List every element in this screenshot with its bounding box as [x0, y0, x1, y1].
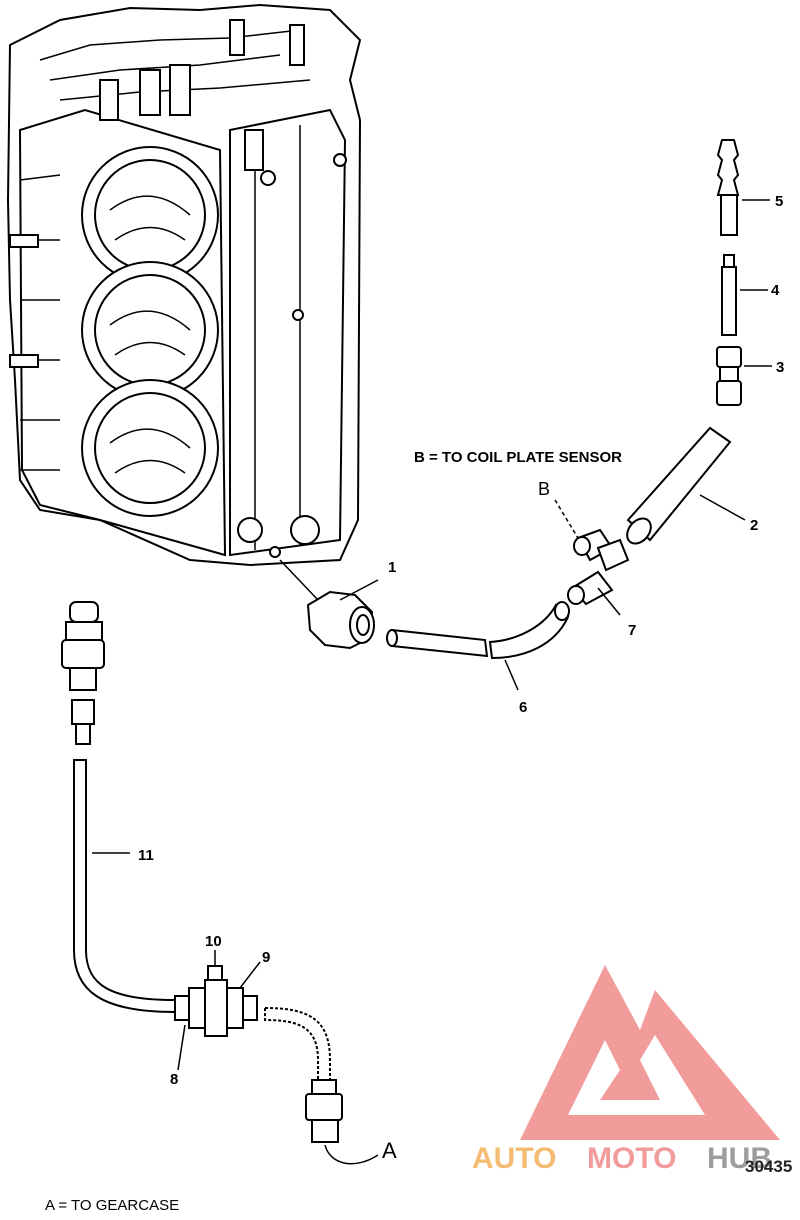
part-2-hose: [626, 426, 746, 545]
figure-number: 30435: [745, 1157, 792, 1176]
callout-3: 3: [776, 359, 784, 376]
callout-5: 5: [775, 193, 783, 210]
part-7-tee-fitting: [554, 499, 630, 616]
gearcase-hose: [264, 1006, 379, 1165]
callout-9: 9: [262, 949, 270, 966]
callout-1: 1: [388, 559, 396, 576]
callout-6: 6: [519, 699, 527, 716]
callout-10: 10: [205, 933, 222, 950]
automotohub-watermark: AUTO MOTO HUB: [472, 965, 780, 1175]
gearcase-note: A = TO GEARCASE: [45, 1197, 179, 1214]
callout-7: 7: [628, 622, 636, 639]
callout-labels: 1 2 3 4 5 6 7 8 9 10 11: [138, 193, 784, 1088]
part-5-barbed-fitting: [716, 139, 770, 236]
callout-11: 11: [138, 847, 154, 864]
inline-connector-assembly: [174, 950, 261, 1071]
part-3-connector: [716, 346, 772, 406]
cylinder-block: [6, 3, 362, 567]
coil-plate-sensor-note: B = TO COIL PLATE SENSOR: [414, 449, 622, 466]
watermark-moto: MOTO: [587, 1142, 676, 1175]
part-1-fitting: [279, 559, 379, 650]
part-4-pin: [721, 254, 768, 336]
callout-4: 4: [771, 282, 780, 299]
part-6-hose: [386, 601, 570, 691]
sensor-fitting: [61, 601, 105, 745]
letter-b: B: [538, 479, 550, 499]
callout-8: 8: [170, 1071, 178, 1088]
watermark-hub: HUB: [707, 1142, 772, 1175]
part-11-tube: [73, 759, 176, 1014]
watermark-auto: AUTO: [472, 1142, 556, 1175]
callout-2: 2: [750, 517, 758, 534]
letter-a: A: [382, 1138, 397, 1163]
watermark-logo-mark: [520, 965, 780, 1140]
